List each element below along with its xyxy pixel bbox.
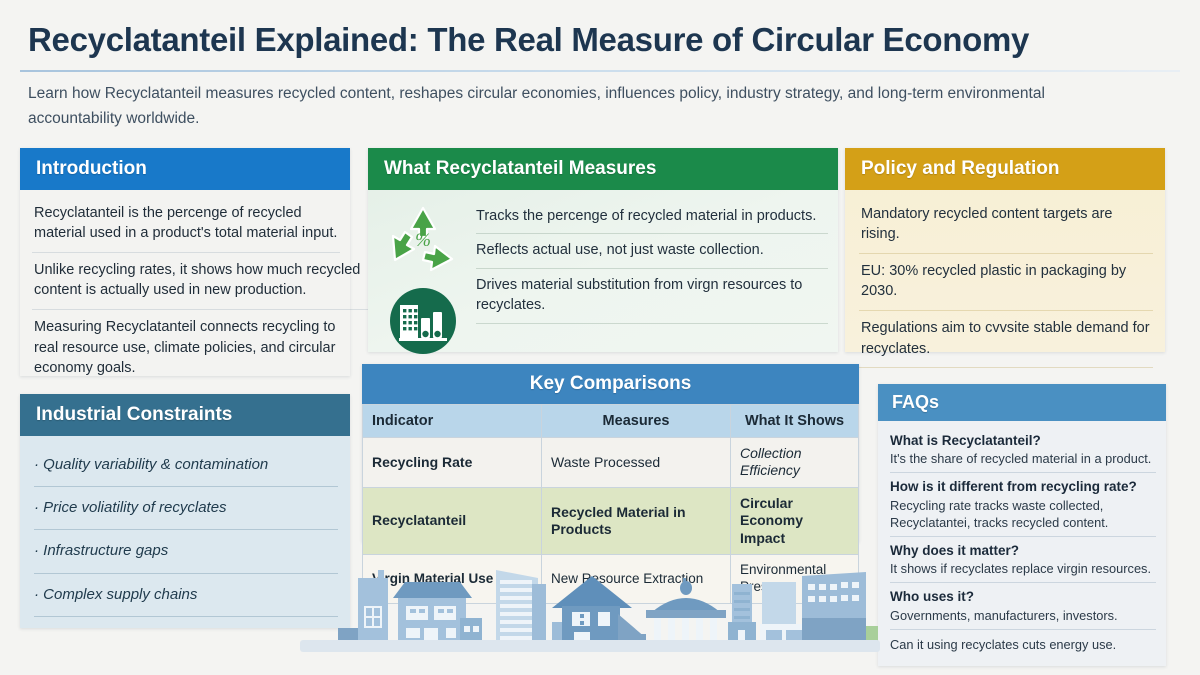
list-item: · Infrastructure gaps <box>34 530 338 574</box>
faq-answer: Can it using recyclates cuts energy use. <box>890 636 1117 652</box>
faq-answer: It shows if recyclates replace virgin re… <box>890 561 1152 577</box>
panel-introduction-heading: Introduction <box>20 148 350 190</box>
panel-key-comparisons-heading: Key Comparisons <box>362 364 859 404</box>
factory-bars-icon <box>387 285 459 362</box>
icon-column: % <box>380 198 466 362</box>
faq-item: Can it using recyclates cuts energy use. <box>890 630 1156 658</box>
list-item: · Quality variability & contamination <box>34 444 338 488</box>
list-item: Mandatory recycled content targets are r… <box>859 197 1153 254</box>
city-skyline-illustration <box>300 548 880 675</box>
faq-question: Why does it matter? <box>890 542 1020 558</box>
panel-policy-body: Mandatory recycled content targets are r… <box>845 190 1165 376</box>
table-row: Recycling Rate Waste Processed Collectio… <box>362 436 859 488</box>
list-item: · Complex supply chains <box>34 574 338 617</box>
column-header: What It Shows <box>730 403 859 438</box>
title-divider <box>20 70 1180 72</box>
page-subtitle: Learn how Recyclatanteil measures recycl… <box>28 85 1045 127</box>
panel-industrial-constraints: Industrial Constraints · Quality variabi… <box>20 394 350 628</box>
table-cell: Circular Economy Impact <box>730 486 859 556</box>
list-item: Drives material substitution from virgn … <box>476 269 828 325</box>
table-cell: Recyclatanteil <box>362 486 542 556</box>
svg-text:%: % <box>415 230 431 251</box>
list-item: Measuring Recyclatanteil connects recycl… <box>34 319 336 377</box>
table-cell: Collection Efficiency <box>730 436 859 488</box>
faq-answer: It's the share of recycled material in a… <box>890 451 1152 467</box>
panel-industrial-body: · Quality variability & contamination · … <box>20 436 350 627</box>
faq-item: Why does it matter? It shows if recyclat… <box>890 537 1156 584</box>
panel-introduction: Introduction Recyclatanteil is the perce… <box>20 148 388 376</box>
faq-question: How is it different from recycling rate? <box>890 479 1137 495</box>
list-item: EU: 30% recycled plastic in packaging by… <box>859 254 1153 312</box>
recycle-percent-icon: % <box>385 202 461 279</box>
table-row-highlighted: Recyclatanteil Recycled Material in Prod… <box>362 486 859 556</box>
faq-item: What is Recyclatanteil? It's the share o… <box>890 427 1156 474</box>
faq-answer: Recycling rate tracks waste collected, R… <box>890 497 1109 530</box>
faq-item: How is it different from recycling rate?… <box>890 473 1156 537</box>
panel-policy-regulation: Policy and Regulation Mandatory recycled… <box>845 148 1165 369</box>
measures-list: Tracks the percenge of recycled material… <box>476 198 828 362</box>
panel-what-measures-body: % <box>368 190 838 370</box>
list-item: · Price voliatility of recyclates <box>34 487 338 531</box>
panel-introduction-body: Recyclatanteil is the percenge of recycl… <box>20 190 388 395</box>
faq-question: Who uses it? <box>890 589 974 605</box>
panel-faqs: FAQs What is Recyclatanteil? It's the sh… <box>878 384 1166 666</box>
panel-policy-heading: Policy and Regulation <box>845 148 1165 190</box>
panel-faqs-heading: FAQs <box>878 384 1166 421</box>
table-cell: Waste Processed <box>541 436 731 488</box>
table-header: Indicator Measures What It Shows <box>362 403 859 438</box>
panel-key-comparisons: Key Comparisons Indicator Measures What … <box>362 364 859 605</box>
column-header: Measures <box>541 403 731 438</box>
list-item: Unlike recycling rates, it shows how muc… <box>32 253 388 311</box>
list-item: Regulations aim to cvvsite stable demand… <box>859 311 1153 369</box>
list-item: Tracks the percenge of recycled material… <box>476 200 828 235</box>
panel-industrial-heading: Industrial Constraints <box>20 394 350 436</box>
list-item: Reflects actual use, not just waste coll… <box>476 234 828 269</box>
table-cell: Recycling Rate <box>362 436 542 488</box>
list-item: Recyclatanteil is the percenge of recycl… <box>32 196 340 253</box>
page-title: Recyclatanteil Explained: The Real Measu… <box>28 21 1030 58</box>
faq-question: What is Recyclatanteil? <box>890 432 1041 448</box>
panel-what-measures: What Recyclatanteil Measures % <box>368 148 838 354</box>
column-header: Indicator <box>362 403 542 438</box>
table-header-row: Indicator Measures What It Shows <box>362 403 859 438</box>
skyline-ground-shadow <box>300 640 880 652</box>
faq-answer: Governments, manufacturers, investors. <box>890 607 1118 623</box>
faq-item: Who uses it? Governments, manufacturers,… <box>890 583 1156 630</box>
panel-what-measures-heading: What Recyclatanteil Measures <box>368 148 838 190</box>
panel-faqs-body: What is Recyclatanteil? It's the share o… <box>878 421 1166 662</box>
table-cell: Recycled Material in Products <box>541 486 731 556</box>
